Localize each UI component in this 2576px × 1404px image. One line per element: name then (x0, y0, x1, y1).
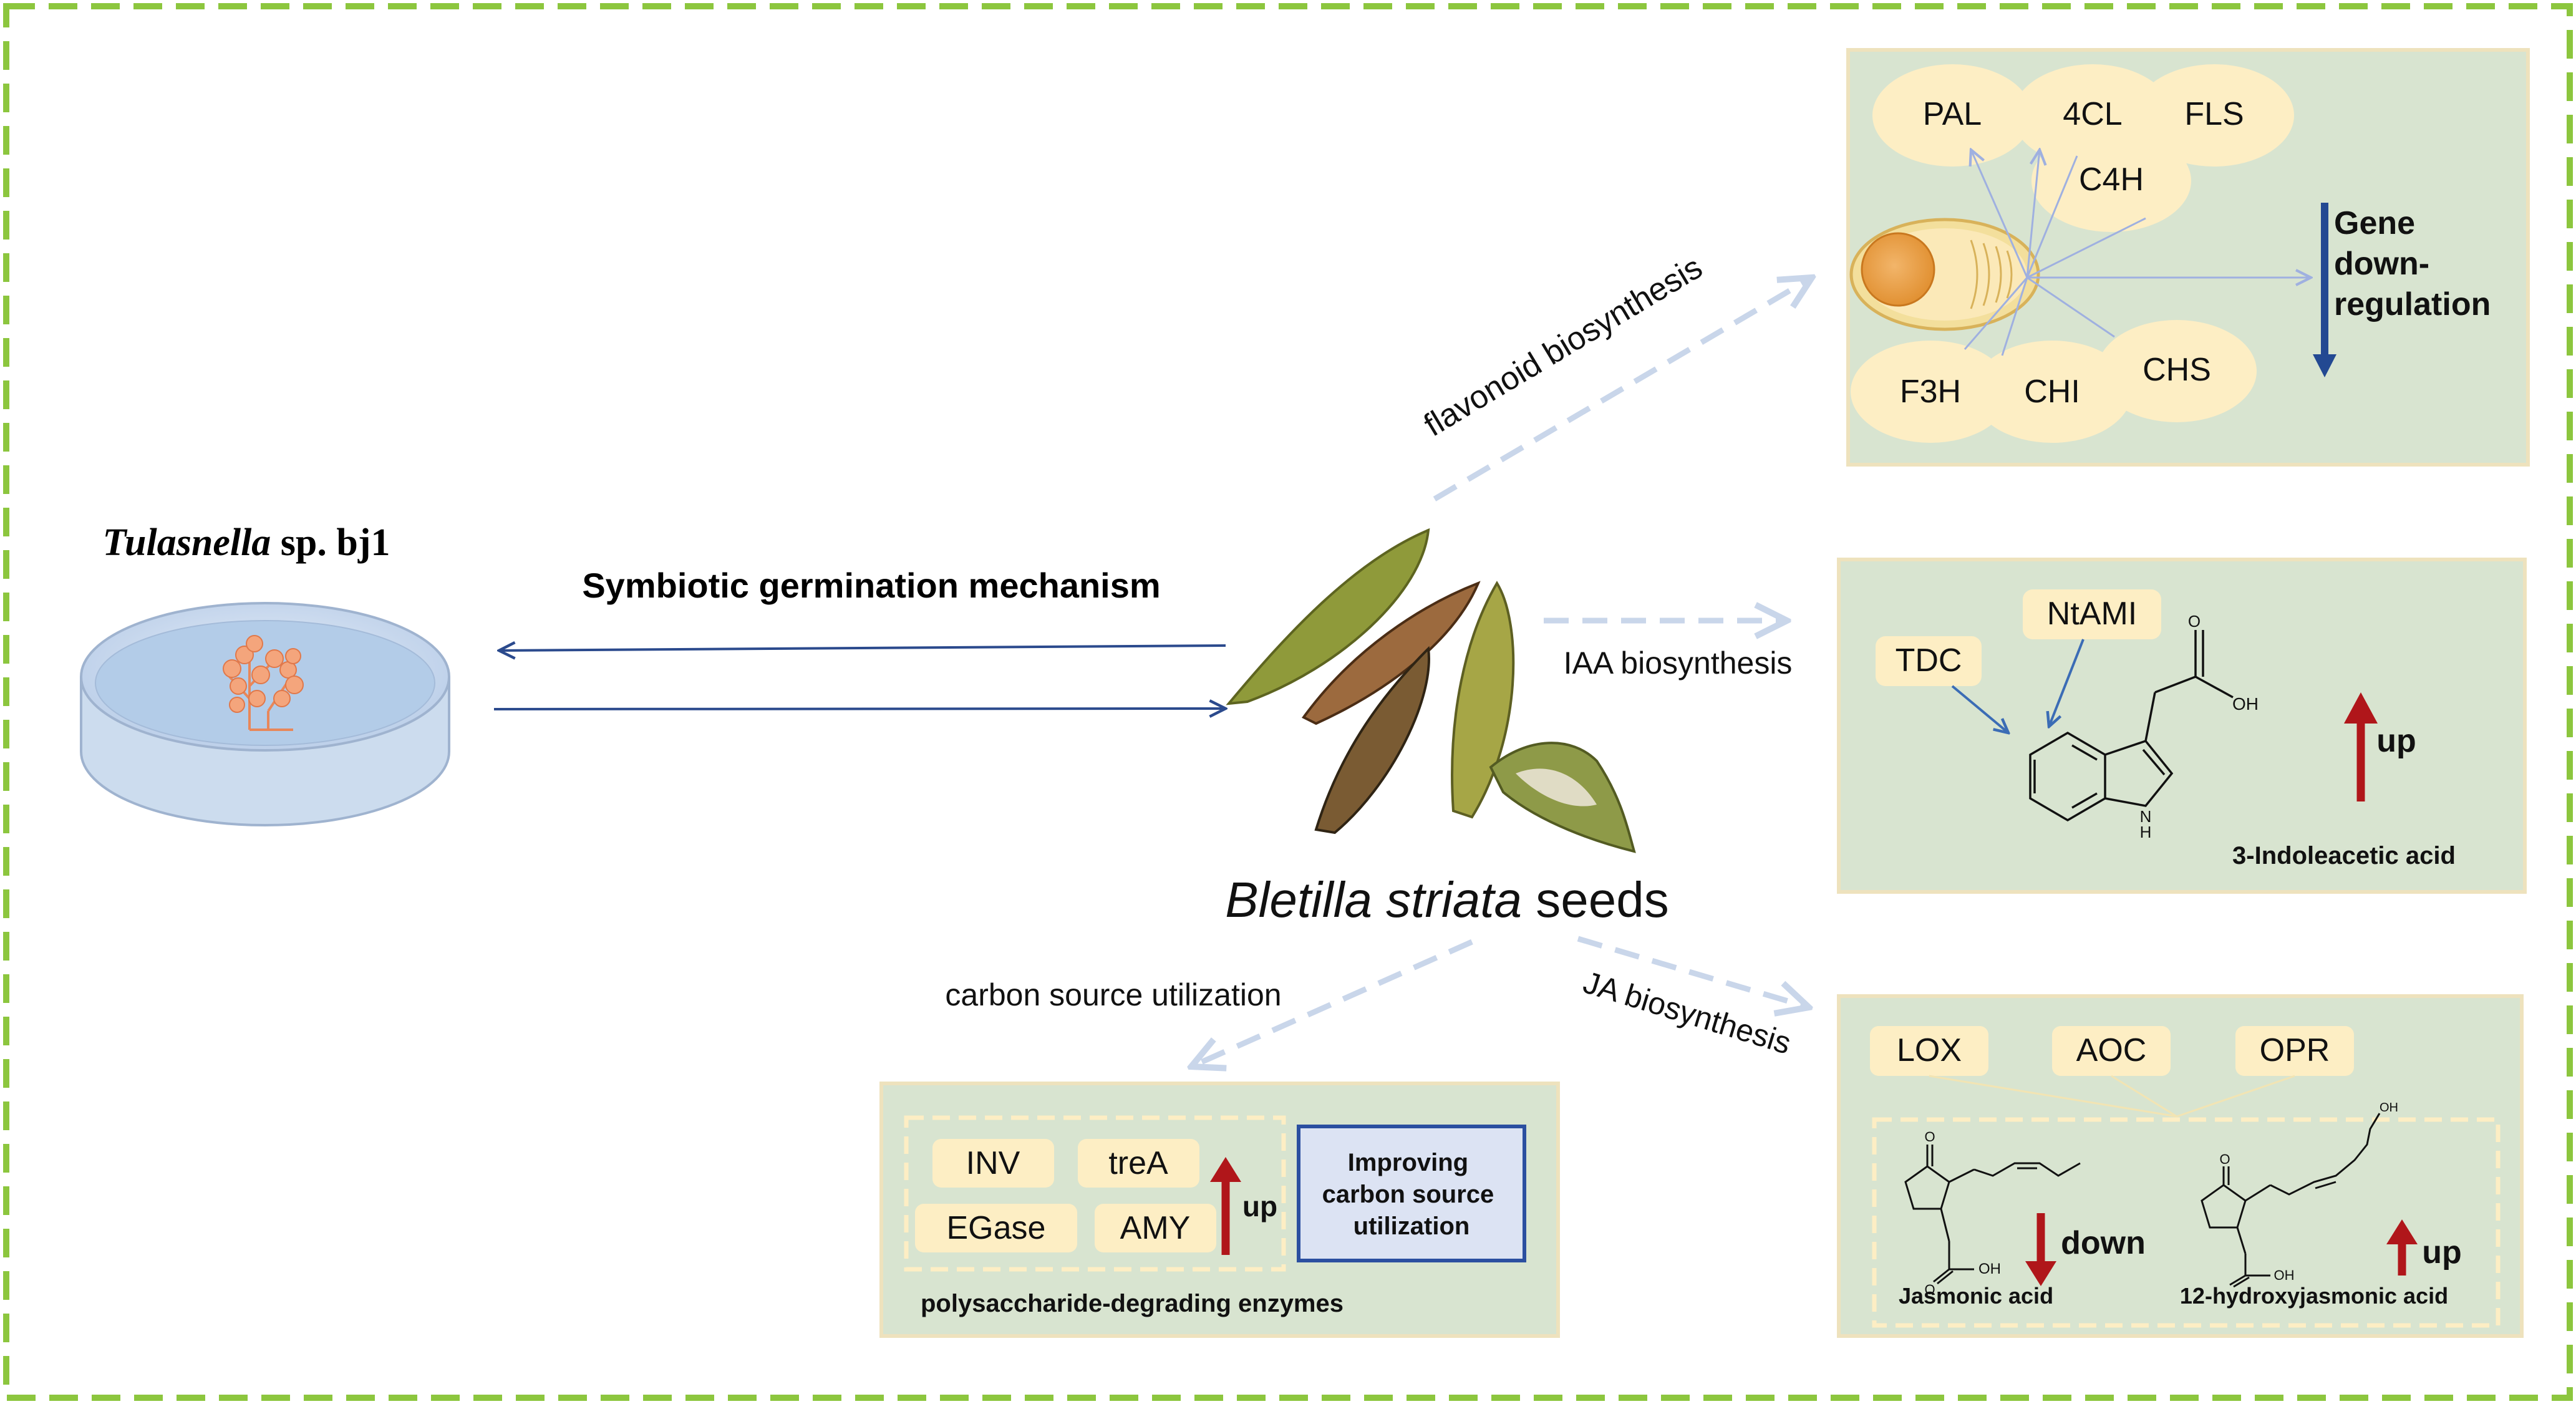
enzyme-box-tdc (1876, 636, 1982, 686)
gene-fls: FLS (2184, 96, 2244, 132)
iaa-change: up (2376, 723, 2416, 759)
ja-o-label: O (1924, 1129, 1935, 1145)
down-regulation-arrowhead (2313, 354, 2336, 377)
node-chs (2097, 320, 2257, 422)
regulation-line-3: regulation (2334, 286, 2491, 322)
outcome-line-3: utilization (1353, 1213, 1470, 1240)
hja-up-arrowhead (2386, 1219, 2418, 1244)
o-label: O (2188, 612, 2201, 631)
node-fls (2134, 64, 2294, 167)
enzyme-box-ntami (2023, 589, 2161, 639)
arrow-carbon (1191, 939, 1473, 1067)
outcome-box (1297, 1125, 1526, 1262)
label-iaa: IAA biosynthesis (1564, 646, 1793, 680)
enzyme-box-lox (1870, 1026, 1988, 1076)
enzyme-trea: treA (1108, 1145, 1168, 1181)
ja-compound-1-change: down (2061, 1225, 2146, 1261)
regulation-label: Gene down- regulation (2334, 205, 2491, 322)
gene-4cl: 4CL (2063, 96, 2122, 132)
enzyme-box-trea (1078, 1139, 1199, 1188)
iaa-panel: TDC NtAMI O OH N H up 3-Indoleacetic aci… (1837, 558, 2527, 894)
nh-label: N (2140, 807, 2152, 826)
outer-frame (3, 3, 2573, 1401)
iaa-up-arrowhead (2344, 692, 2378, 724)
ja-down-arrowhead (2025, 1261, 2056, 1286)
label-ja: JA biosynthesis (1579, 965, 1795, 1061)
enzyme-tdc: TDC (1896, 642, 1962, 679)
flavonoid-panel: PAL 4CL FLS C4H F3H CHI CHS (1846, 48, 2530, 467)
ja-oh-label: OH (1978, 1261, 2001, 1277)
hydroxyjasmonic-acid-structure (2201, 1113, 2381, 1288)
indoleacetic-acid-structure (2029, 630, 2234, 822)
ja-compound-2: 12-hydroxyjasmonic acid (2180, 1283, 2448, 1309)
enzyme-box-aoc (2052, 1026, 2171, 1076)
carbon-panel: INV treA EGase AMY up polysaccharide-deg… (879, 1082, 1560, 1338)
enzyme-ntami: NtAMI (2047, 596, 2137, 632)
enzyme-amy: AMY (1120, 1210, 1191, 1246)
gene-f3h: F3H (1900, 374, 1961, 410)
regulation-line-1: Gene (2334, 205, 2415, 241)
ja-o2-label: O (1924, 1282, 1935, 1297)
seeds-suffix: seeds (1522, 872, 1669, 927)
gene-chi: CHI (2024, 374, 2080, 410)
seed-pods-icon (1226, 528, 1636, 853)
ja-compound-1: Jasmonic acid (1899, 1283, 2053, 1309)
enzyme-lox: LOX (1897, 1032, 1962, 1068)
node-f3h (1851, 341, 2010, 443)
node-chi (1972, 341, 2132, 443)
gene-chs: CHS (2143, 352, 2211, 388)
enzyme-box-egase (915, 1204, 1077, 1252)
hja-oh-label: OH (2274, 1267, 2295, 1283)
svg-text:Tulasnella sp. bj1: Tulasnella sp. bj1 (102, 521, 390, 564)
jasmonic-acid-structure (1904, 1145, 2081, 1285)
enzyme-egase: EGase (947, 1210, 1046, 1246)
arrow-tdc (1951, 685, 2008, 733)
label-flavonoid: flavonoid biosynthesis (1418, 249, 1708, 444)
node-c4h (2031, 130, 2191, 232)
arrow-ntami (2049, 639, 2085, 727)
enzyme-box-opr (2235, 1026, 2354, 1076)
outcome-line-2: carbon source (1322, 1181, 1494, 1208)
plant-cell-icon (1849, 218, 2040, 331)
gene-c4h: C4H (2079, 162, 2144, 198)
seeds-species: Bletilla striata (1225, 872, 1522, 927)
enzyme-box-amy (1095, 1204, 1216, 1252)
oh-label: OH (2232, 694, 2259, 714)
outcome-line-1: Improving (1348, 1149, 1468, 1176)
enzyme-box-inv (932, 1139, 1054, 1188)
arrow-flavonoid (1433, 278, 1812, 501)
enzyme-group-box (904, 1115, 1286, 1272)
seeds-label: Bletilla striata seeds (1225, 872, 1668, 927)
arrow-to-fungus (499, 646, 1226, 651)
enzyme-opr: OPR (2260, 1032, 2330, 1068)
enzyme-inv: INV (966, 1145, 1020, 1181)
hja-oh-top-label: OH (2380, 1101, 2398, 1115)
node-pal (1872, 64, 2032, 167)
ja-panel: LOX AOC OPR O O OH down (1837, 994, 2524, 1338)
enzyme-group-label: polysaccharide-degrading enzymes (921, 1290, 1344, 1317)
regulation-line-2: down- (2334, 246, 2429, 282)
arrow-ja (1577, 936, 1809, 1007)
label-carbon: carbon source utilization (945, 977, 1281, 1012)
hja-o-label: O (2219, 1151, 2230, 1167)
carbon-change: up (1242, 1190, 1277, 1222)
petri-dish-icon (80, 602, 450, 826)
nh-h-label: H (2140, 823, 2152, 841)
organism-label: Tulasnella sp. bj1 (102, 521, 390, 564)
organism-suffix: sp. bj1 (271, 521, 390, 564)
enzyme-aoc: AOC (2076, 1032, 2147, 1068)
gene-pal: PAL (1923, 96, 1982, 132)
mechanism-label: Symbiotic germination mechanism (582, 566, 1160, 605)
organism-genus: Tulasnella (102, 521, 271, 564)
carbon-up-arrowhead (1210, 1157, 1241, 1182)
outcome-label: Improving carbon source utilization (1322, 1149, 1501, 1240)
ja-compound-2-change: up (2422, 1234, 2462, 1271)
iaa-compound: 3-Indoleacetic acid (2232, 842, 2456, 869)
ja-compounds-box (1872, 1117, 2501, 1328)
